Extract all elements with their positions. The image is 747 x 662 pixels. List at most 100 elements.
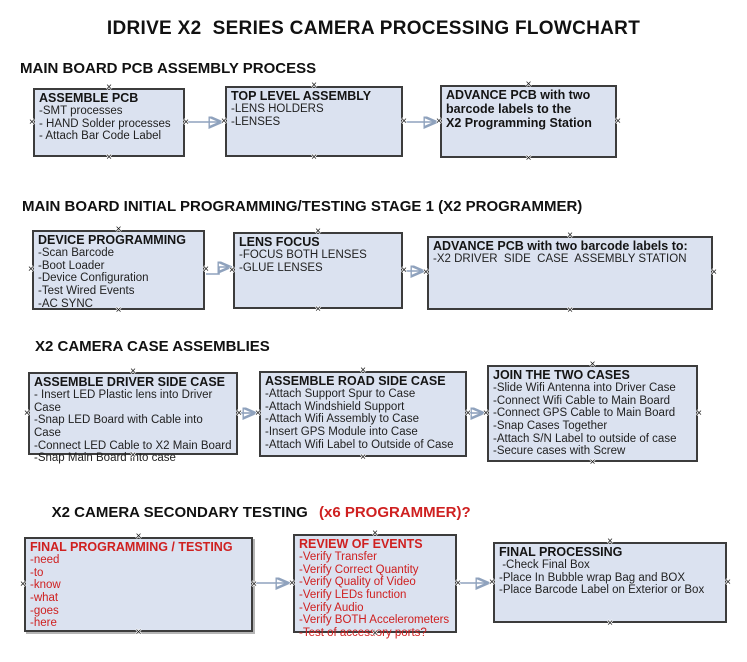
section-heading-pcb-assembly: MAIN BOARD PCB ASSEMBLY PROCESS: [20, 60, 317, 77]
box-item: -Slide Wifi Antenna into Driver Case: [493, 382, 676, 394]
box-title: FINAL PROCESSING: [499, 545, 623, 559]
box-item: -Attach Wifi Assembly to Case: [265, 413, 420, 426]
box-title: TOP LEVEL ASSEMBLY: [231, 89, 372, 103]
connection-point-icon: ×: [589, 359, 596, 370]
flow-box-final-processing[interactable]: FINAL PROCESSING -Check Final Box -Place…: [489, 537, 731, 629]
connection-point-icon: ×: [221, 115, 227, 127]
box-item: -to: [30, 566, 44, 579]
connection-point-icon: ×: [436, 115, 442, 127]
box-item: -here: [30, 617, 57, 630]
box-item: -what: [30, 591, 59, 604]
connection-point-icon: ×: [183, 116, 189, 128]
connection-point-icon: ×: [483, 407, 489, 419]
connection-point-icon: ×: [115, 305, 122, 316]
section-heading-case-assemblies: X2 CAMERA CASE ASSEMBLIES: [35, 338, 270, 355]
section-heading-initial-programming: MAIN BOARD INITIAL PROGRAMMING/TESTING S…: [22, 198, 583, 215]
box-item: -Test of accessory ports?: [299, 626, 427, 639]
connection-point-icon: ×: [401, 264, 407, 276]
connection-point-icon: ×: [315, 304, 321, 315]
box-item: -goes: [30, 604, 59, 617]
connection-point-icon: ×: [711, 267, 717, 278]
box-item: -know: [30, 579, 61, 592]
box-item: -Verify Correct Quantity: [299, 563, 419, 576]
connection-point-icon: ×: [455, 577, 461, 589]
connection-point-icon: ×: [465, 408, 471, 419]
connection-point-icon: ×: [372, 628, 378, 639]
connection-point-icon: ×: [29, 116, 35, 128]
connection-point-icon: ×: [130, 366, 136, 377]
box-item: -Attach Support Spur to Case: [265, 388, 416, 400]
box-item: -X2 DRIVER SIDE CASE ASSEMBLY STATION: [433, 253, 687, 265]
connection-point-icon: ×: [360, 452, 366, 463]
box-item: -Verify LEDs function: [299, 588, 407, 601]
connection-point-icon: ×: [289, 577, 295, 589]
flow-box-advance-pcb-programming-station[interactable]: ADVANCE PCB with two barcode labels to t…: [436, 80, 621, 164]
box-item: -LENS HOLDERS: [231, 103, 324, 115]
connection-point-icon: ×: [251, 578, 257, 590]
box-title: JOIN THE TWO CASES: [493, 368, 630, 382]
connection-point-icon: ×: [24, 407, 30, 419]
connection-point-icon: ×: [106, 82, 112, 93]
box-item: -AC SYNC: [38, 297, 93, 310]
box-title: ADVANCE PCB with two barcode labels to t…: [446, 88, 592, 130]
connection-point-icon: ×: [401, 115, 407, 127]
connection-point-icon: ×: [615, 115, 621, 127]
connection-point-icon: ×: [130, 450, 136, 461]
box-item: -Check Final Box: [499, 559, 590, 571]
connection-point-icon: ×: [567, 230, 573, 241]
flow-box-assemble-pcb[interactable]: ASSEMBLE PCB -SMT processes - HAND Solde…: [29, 83, 189, 163]
flow-box-advance-pcb-driver-side-station[interactable]: ADVANCE PCB with two barcode labels to: …: [423, 231, 717, 316]
box-item: -Attach S/N Label to outside of case: [493, 432, 677, 445]
box-item: -Verify Audio: [299, 601, 364, 614]
connection-point-icon: ×: [589, 457, 596, 468]
connection-point-icon: ×: [607, 536, 613, 547]
box-item: -GLUE LENSES: [239, 261, 323, 274]
box-title: FINAL PROGRAMMING / TESTING: [30, 540, 233, 554]
box-item: -Scan Barcode: [38, 247, 115, 259]
flow-box-device-programming[interactable]: DEVICE PROGRAMMING -Scan Barcode -Boot L…: [28, 225, 209, 316]
connection-point-icon: ×: [725, 576, 731, 588]
connection-point-icon: ×: [311, 152, 317, 163]
connection-point-icon: ×: [525, 153, 532, 164]
box-item: -Place Barcode Label on Exterior or Box: [499, 584, 705, 597]
connection-point-icon: ×: [423, 267, 429, 278]
box-title: ADVANCE PCB with two barcode labels to:: [433, 239, 688, 253]
section-heading-red-suffix: (x6 PROGRAMMER)?: [318, 504, 471, 521]
page-title: IDRIVE X2 SERIES CAMERA PROCESSING FLOWC…: [106, 18, 641, 39]
connection-point-icon: ×: [360, 365, 366, 376]
box-item: -Verify Transfer: [299, 551, 377, 563]
flow-box-lens-focus[interactable]: LENS FOCUS -FOCUS BOTH LENSES -GLUE LENS…: [229, 227, 407, 315]
connection-point-icon: ×: [607, 618, 613, 629]
flow-box-join-the-two-cases[interactable]: JOIN THE TWO CASES -Slide Wifi Antenna i…: [483, 360, 702, 468]
box-item: -Connect Wifi Cable to Main Board: [493, 394, 671, 407]
box-item: -Snap Cases Together: [493, 419, 608, 432]
connection-point-icon: ×: [236, 407, 242, 419]
connection-point-icon: ×: [135, 531, 142, 542]
box-title: ASSEMBLE PCB: [39, 91, 139, 105]
box-item: -Device Configuration: [38, 272, 149, 285]
connector-arrow: [206, 267, 228, 275]
connection-point-icon: ×: [106, 152, 112, 163]
flow-box-assemble-driver-side-case[interactable]: ASSEMBLE DRIVER SIDE CASE - Insert LED P…: [24, 367, 242, 465]
box-title: DEVICE PROGRAMMING: [38, 233, 186, 247]
connection-point-icon: ×: [20, 578, 26, 590]
box-item: -need: [30, 554, 60, 566]
box-title: LENS FOCUS: [239, 235, 320, 249]
flow-box-assemble-road-side-case[interactable]: ASSEMBLE ROAD SIDE CASE -Attach Support …: [255, 366, 471, 463]
flow-box-top-level-assembly[interactable]: TOP LEVEL ASSEMBLY -LENS HOLDERS -LENSES…: [221, 81, 407, 163]
box-item: -Verify BOTH Accelerometers: [299, 614, 450, 627]
box-item: -Verify Quality of Video: [299, 576, 416, 589]
connection-point-icon: ×: [489, 576, 495, 588]
box-item: -FOCUS BOTH LENSES: [239, 249, 367, 261]
box-item: -Test Wired Events: [38, 284, 135, 297]
flow-box-final-programming-testing[interactable]: FINAL PROGRAMMING / TESTING -need -to -k…: [20, 532, 257, 638]
box-title: ASSEMBLE DRIVER SIDE CASE: [34, 375, 226, 389]
box-item: - Insert LED Plastic lens into Driver Ca…: [34, 389, 216, 414]
connection-point-icon: ×: [372, 528, 378, 539]
flow-box-review-of-events[interactable]: REVIEW OF EVENTS -Verify Transfer -Verif…: [289, 529, 461, 639]
connection-point-icon: ×: [525, 79, 532, 90]
box-item: -Attach Wifi Label to Outside of Case: [265, 438, 454, 451]
box-item: - HAND Solder processes: [39, 117, 171, 130]
box-item: -Secure cases with Screw: [493, 445, 626, 458]
